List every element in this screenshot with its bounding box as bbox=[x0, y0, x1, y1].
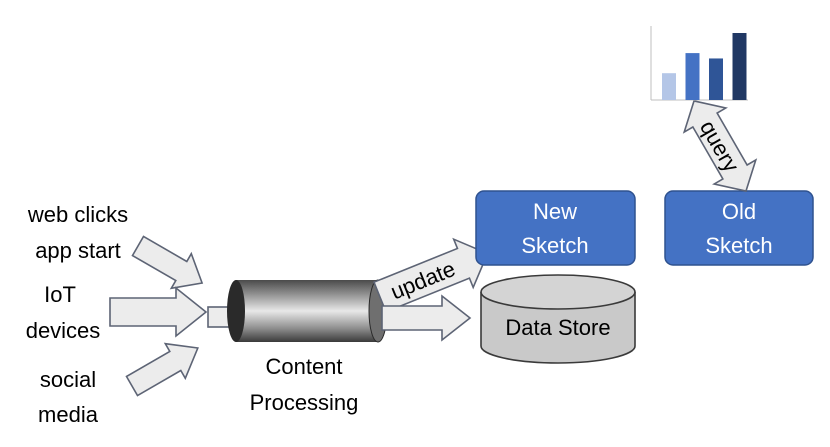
arrow-iot-input bbox=[109, 286, 208, 338]
mini-chart-bar bbox=[709, 58, 723, 100]
source-label-iot: IoT bbox=[44, 282, 76, 307]
mini-bar-chart bbox=[650, 26, 748, 101]
data-store-label: Data Store bbox=[505, 315, 610, 340]
new-sketch-label-line2: Sketch bbox=[521, 233, 588, 258]
mini-chart-bar bbox=[732, 33, 747, 100]
source-label-media: media bbox=[38, 402, 99, 427]
old-sketch-label-line1: Old bbox=[722, 199, 756, 224]
mini-chart-bar bbox=[662, 73, 676, 100]
source-label-social: social bbox=[40, 367, 96, 392]
processing-label-line1: Content bbox=[265, 354, 342, 379]
source-label-web-clicks: web clicks bbox=[27, 202, 128, 227]
arrow-to-data-store bbox=[381, 294, 472, 342]
data-store-cylinder: Data Store bbox=[480, 274, 636, 364]
source-label-app-start: app start bbox=[35, 238, 121, 263]
query-arrow: query bbox=[682, 100, 758, 192]
arrow-social-input bbox=[125, 342, 199, 397]
arrow-web-app-input bbox=[131, 235, 204, 290]
processing-pipe bbox=[227, 279, 388, 343]
old-sketch-box: Old Sketch bbox=[664, 190, 814, 266]
new-sketch-box: New Sketch bbox=[475, 190, 636, 266]
processing-label-line2: Processing bbox=[250, 390, 359, 415]
mini-chart-bar bbox=[685, 53, 700, 100]
old-sketch-label-line2: Sketch bbox=[705, 233, 772, 258]
new-sketch-label-line1: New bbox=[533, 199, 577, 224]
source-label-devices: devices bbox=[26, 318, 101, 343]
